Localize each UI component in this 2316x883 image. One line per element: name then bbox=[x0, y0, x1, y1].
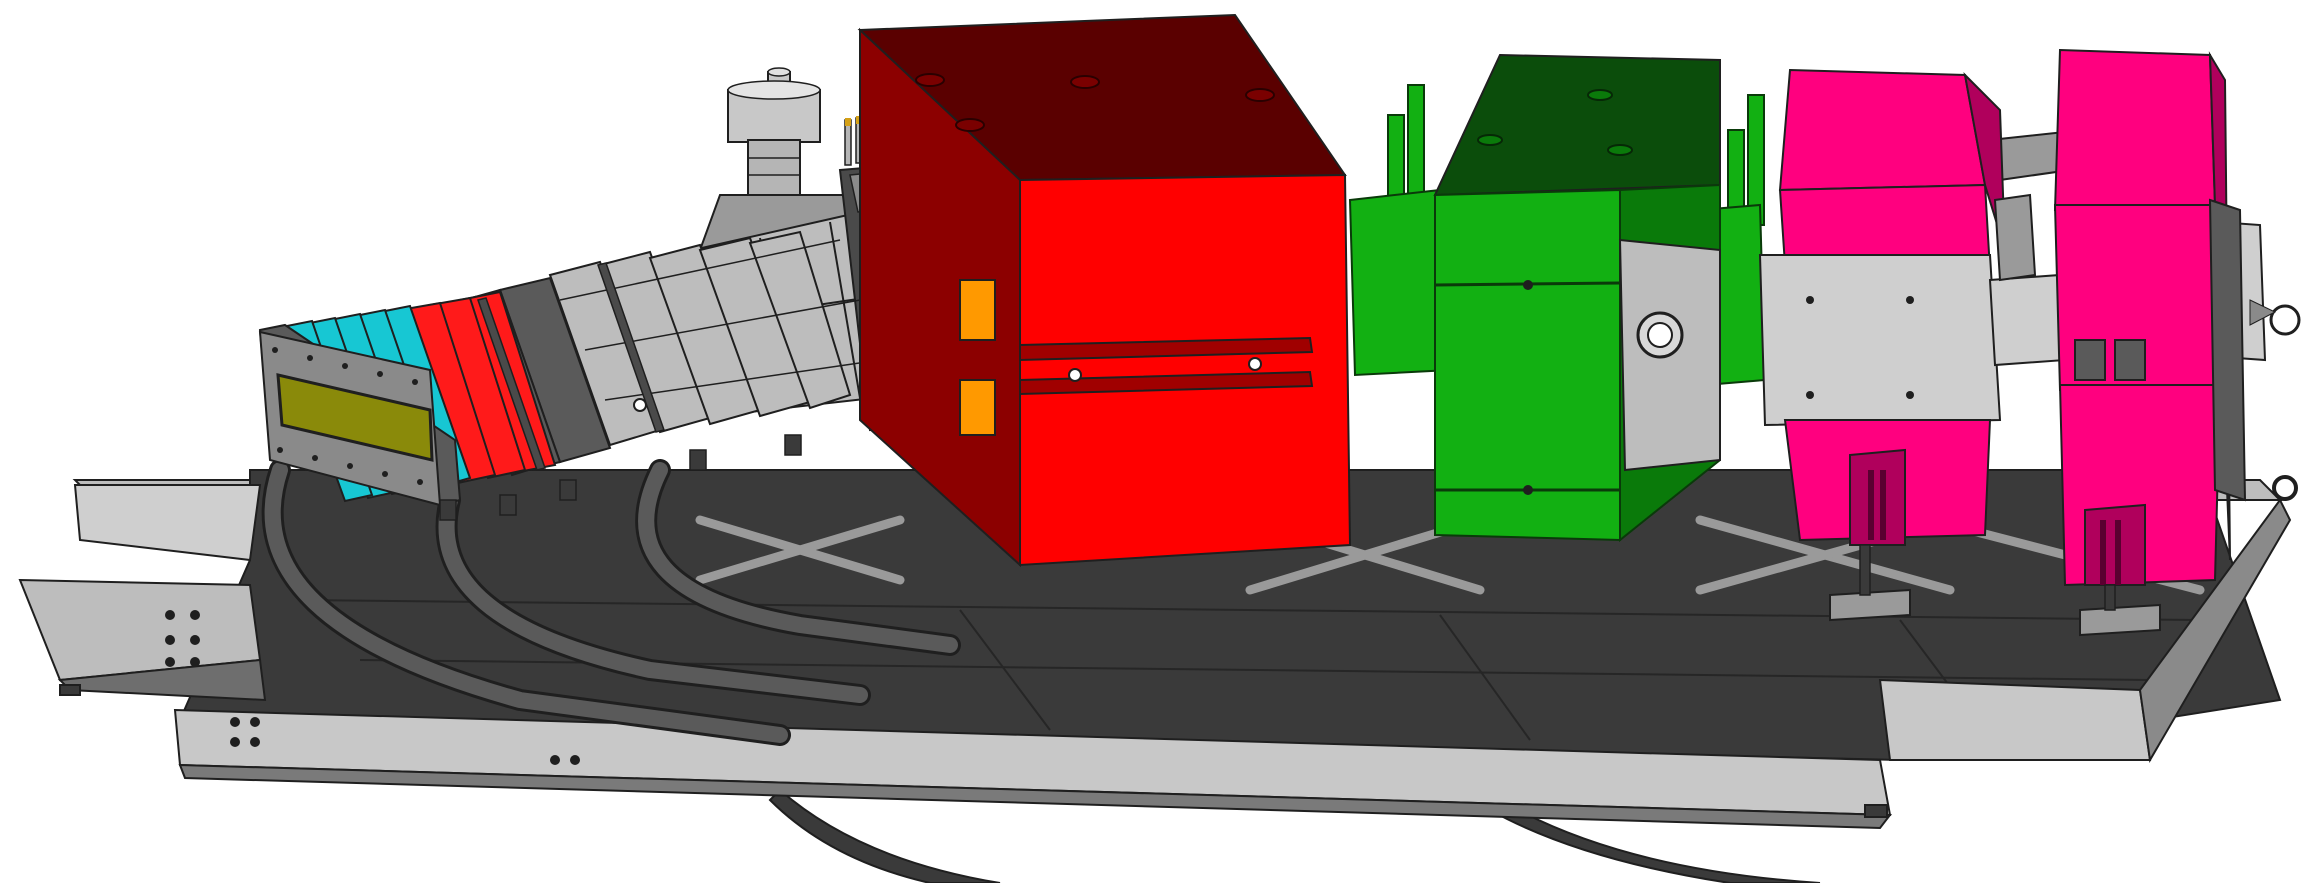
detector-curved-rails bbox=[261, 459, 961, 746]
detector-stack bbox=[258, 230, 881, 521]
green-quadrupole bbox=[1348, 53, 1767, 543]
magenta-quadrupole-2 bbox=[2053, 48, 2247, 637]
dipole-magnet bbox=[857, 13, 1352, 568]
inter-quad-pipe bbox=[1988, 193, 2067, 367]
platform-ring-handle bbox=[2272, 475, 2298, 501]
